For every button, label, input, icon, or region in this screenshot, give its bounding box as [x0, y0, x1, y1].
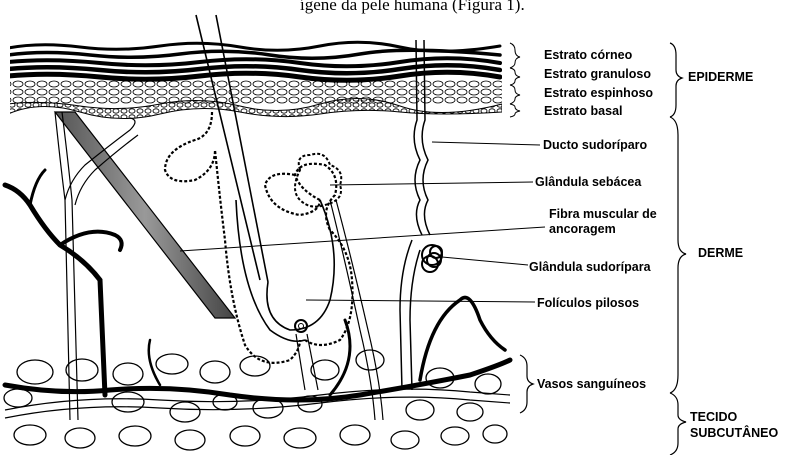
label-derme: DERME — [698, 245, 743, 261]
label-fibra-muscular: Fibra muscular de ancoragem — [549, 207, 677, 237]
label-ducto-sudoriparo: Ducto sudoríparo — [543, 138, 647, 152]
label-estrato-granuloso: Estrato granuloso — [544, 67, 651, 81]
label-tecido-subcutaneo: TECIDO SUBCUTÂNEO — [690, 409, 790, 441]
label-estrato-espinhoso: Estrato espinhoso — [544, 86, 653, 100]
label-vasos-sanguineos: Vasos sanguíneos — [537, 377, 646, 391]
label-foliculos-pilosos: Folículos pilosos — [537, 296, 639, 310]
label-estrato-basal: Estrato basal — [544, 104, 623, 118]
stratum-corneum — [8, 42, 500, 80]
sweat-gland — [422, 245, 442, 272]
epidermis-layers — [0, 40, 516, 120]
label-epiderme: EPIDERME — [688, 69, 753, 85]
stratum-spinosum — [8, 80, 502, 104]
arrector-pili-muscle — [55, 112, 235, 318]
label-glandula-sudoripara: Glândula sudorípara — [529, 260, 651, 274]
leader-lines — [180, 142, 545, 302]
label-estrato-corneo: Estrato córneo — [544, 48, 632, 62]
blood-vessels — [5, 170, 510, 400]
label-glandula-sebacea: Glândula sebácea — [535, 175, 641, 189]
